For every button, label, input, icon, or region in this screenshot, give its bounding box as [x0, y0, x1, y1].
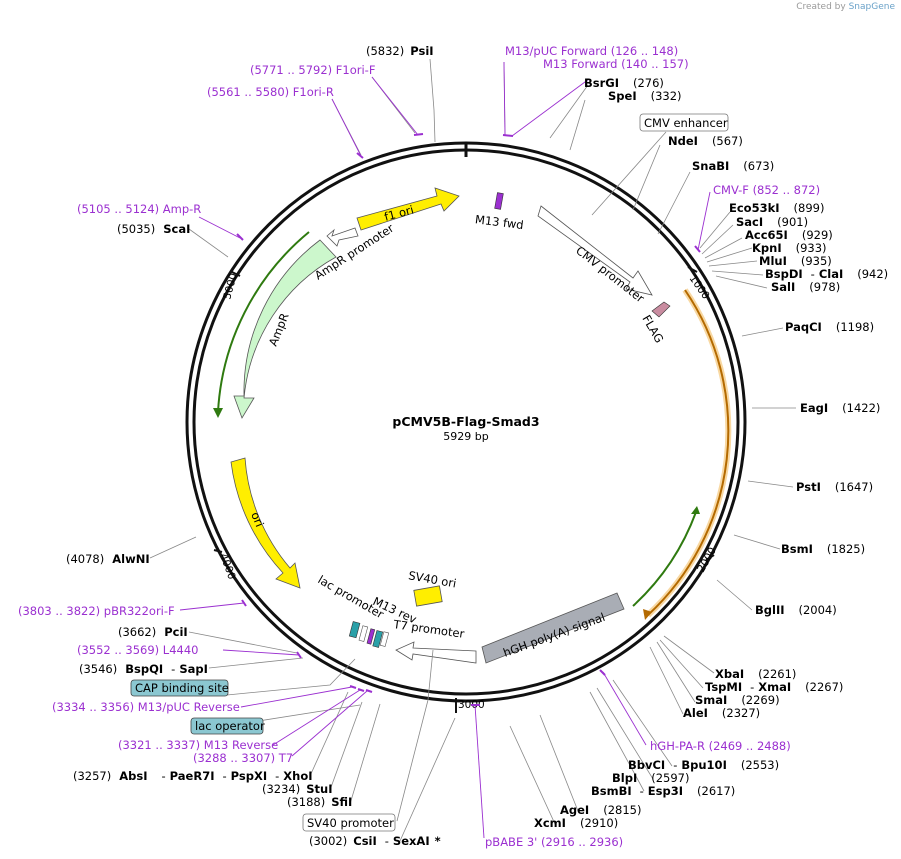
cmv-enhancer-label: CMV enhancer [644, 116, 728, 130]
m13-fwd-label: M13 fwd [474, 212, 524, 232]
primer-amp-r: (5105 .. 5124) Amp-R [77, 202, 201, 216]
primer-pbabe3: pBABE 3' (2916 .. 2936) [485, 835, 623, 849]
site-xcmI: XcmI(2910) [534, 816, 618, 830]
site-bsrGI: BsrGI(276) [584, 76, 664, 90]
primer-pbr322ori-f: (3803 .. 3822) pBR322ori-F [18, 604, 175, 618]
site-sfiI: (3188)SfiI [287, 795, 352, 809]
site-snaBI: SnaBI(673) [692, 159, 774, 173]
ampr-arrow [233, 239, 337, 419]
site-bsmBI-esp3I: BsmBI-Esp3I(2617) [591, 784, 735, 798]
primer-marks [236, 133, 701, 706]
site-tspMI-xmaI: TspMI-XmaI(2267) [705, 680, 843, 694]
flag-marker [651, 301, 671, 318]
cap-site-marker [348, 621, 361, 639]
site-psiI: (5832)PsiI [366, 44, 434, 58]
primer-t7: (3288 .. 3307) T7 [193, 751, 293, 765]
site-eagI: EagI(1422) [800, 401, 880, 415]
site-blpI: BlpI(2597) [612, 771, 689, 785]
ampr-promoter-arrow [326, 227, 359, 247]
site-bspQI-sapI: (3546)BspQI-SapI [79, 662, 208, 676]
tick-5000: 5000 [221, 272, 240, 301]
insert-orf-arrowhead [643, 609, 652, 620]
site-kpnI: KpnI(933) [752, 241, 827, 255]
snapgene-credit: Created by SnapGene [796, 2, 895, 12]
site-stuI: (3234)StuI [262, 782, 333, 796]
small-orf-arrowhead [691, 506, 700, 514]
site-scaI: (5035)ScaI [117, 222, 190, 236]
sv40-promoter-box [302, 813, 396, 832]
primer-hgh-pa-r: hGH-PA-R (2469 .. 2488) [650, 739, 791, 753]
position-ticks: 1000 2000 3000 4000 5000 [213, 266, 719, 713]
site-ndeI: NdeI(567) [668, 134, 743, 148]
site-bsmI: BsmI(1825) [781, 542, 865, 556]
site-absI-xhoI: (3257)AbsI-PaeR7I-PspXI-XhoI [73, 769, 313, 783]
site-acc65I: Acc65I(929) [745, 228, 833, 242]
t7-promoter-marker [379, 631, 390, 647]
cap-site-label: CAP binding site [135, 681, 229, 695]
primer-f1ori-f: (5771 .. 5792) F1ori-F [250, 63, 375, 77]
ampr-orf-arrowhead [213, 408, 223, 418]
insert-orf-line [647, 289, 730, 616]
site-bglII: BglII(2004) [755, 603, 837, 617]
lac-operator-label: lac operator [195, 719, 265, 733]
primer-cmv-f: CMV-F (852 .. 872) [713, 183, 820, 197]
plasmid-name: pCMV5B-Flag-Smad3 [392, 414, 539, 429]
cmv-enhancer-box [639, 113, 729, 132]
site-pstI: PstI(1647) [796, 480, 873, 494]
ori-arrow [230, 457, 301, 589]
plasmid-size: 5929 bp [443, 430, 488, 443]
flag-label: FLAG [639, 313, 666, 346]
site-paqCI: PaqCI(1198) [785, 320, 874, 334]
ori-label: ori [248, 510, 267, 529]
ampr-orf-line [217, 231, 310, 413]
tick-4000: 4000 [217, 552, 237, 581]
sv40-promoter-label: SV40 promoter [307, 816, 394, 830]
sv40-ori-box [413, 585, 443, 607]
leader-lines [149, 58, 796, 842]
primer-leader-lines [179, 61, 711, 839]
m13-rev-marker [366, 628, 376, 645]
site-aleI: AleI(2327) [683, 706, 760, 720]
site-speI: SpeI(332) [608, 89, 682, 103]
primer-l4440: (3552 .. 3569) L4440 [77, 643, 198, 657]
site-mluI: MluI(935) [759, 254, 832, 268]
site-xbaI: XbaI(2261) [715, 667, 796, 681]
site-bspDI-claI: BspDI-ClaI(942) [765, 267, 888, 281]
site-bbvCI-bpu10I: BbvCI-Bpu10I(2553) [628, 758, 779, 772]
primer-m13-puc-reverse: (3334 .. 3356) M13/pUC Reverse [52, 700, 240, 714]
site-salI: SalI(978) [771, 280, 840, 294]
sv40-promoter-arrow [395, 641, 477, 664]
m13-fwd-marker [494, 192, 504, 210]
cap-site-box [130, 679, 229, 697]
lac-operator-marker [372, 630, 384, 648]
site-smaI: SmaI(2269) [695, 693, 780, 707]
primer-m13-puc-forward: M13/pUC Forward (126 .. 148) [505, 44, 678, 58]
lac-promoter-marker [358, 625, 369, 642]
cmv-promoter-arrow [537, 205, 653, 296]
site-pciI: (3662)PciI [118, 625, 188, 639]
lac-operator-box [190, 717, 264, 735]
primer-m13-forward: M13 Forward (140 .. 157) [543, 57, 689, 71]
small-orf-line [632, 511, 697, 607]
primer-f1ori-r: (5561 .. 5580) F1ori-R [207, 85, 334, 99]
f1-ori-arrow [356, 187, 460, 231]
site-alwNI: (4078)AlwNI [66, 552, 150, 566]
site-ageI: AgeI(2815) [560, 803, 641, 817]
site-eco53kI: Eco53kI(899) [729, 201, 824, 215]
primer-m13-reverse: (3321 .. 3337) M13 Reverse [118, 738, 278, 752]
site-sacI: SacI(901) [736, 215, 808, 229]
site-csiI-sexAI: (3002)CsiI-SexAI* [309, 834, 441, 848]
hgh-polya-arrow [481, 592, 625, 664]
t7-promoter-label: T7 promoter [392, 617, 466, 641]
